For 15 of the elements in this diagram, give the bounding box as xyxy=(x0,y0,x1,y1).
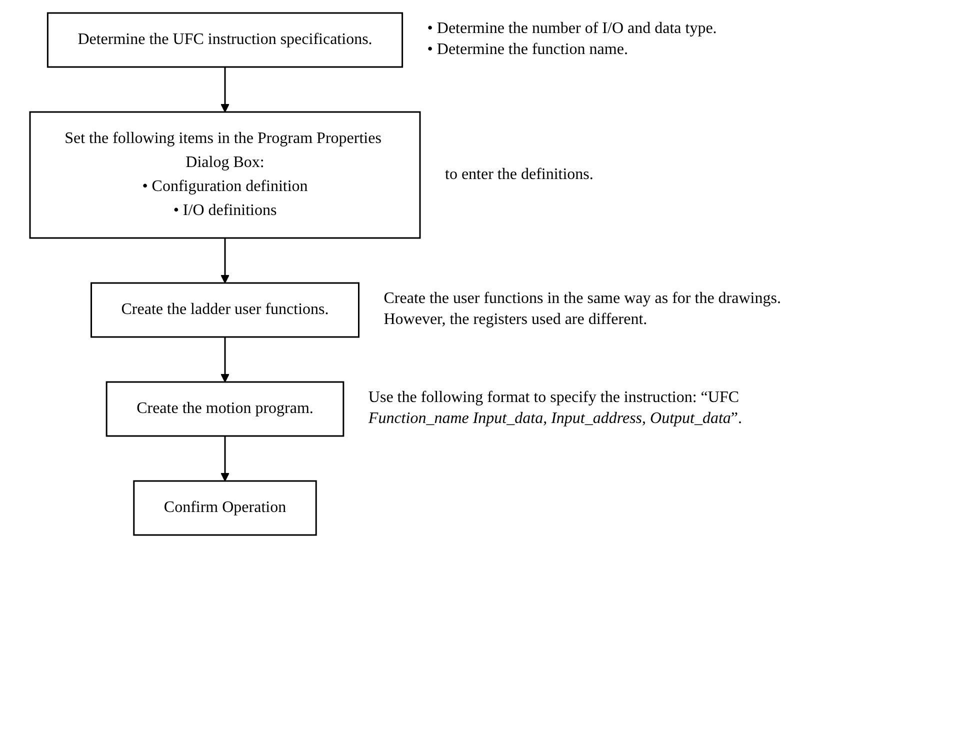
side-note: However, the registers used are different. xyxy=(384,310,648,330)
node-box: Create the motion program. xyxy=(106,381,344,437)
side-note: to enter the definitions. xyxy=(445,164,594,184)
node-box: Confirm Operation xyxy=(133,480,317,536)
arrow xyxy=(220,67,230,112)
arrow xyxy=(220,337,230,382)
node-box: Create the ladder user functions. xyxy=(90,282,360,338)
side-note: Use the following format to specify the instruction: “UFC Function_name Input_data, Input_address, Output_data”. xyxy=(368,388,744,429)
node-box: Determine the UFC instruction specifications. xyxy=(46,12,404,68)
side-note: • Determine the function name. xyxy=(427,40,629,60)
side-note: • Determine the number of I/O and data type. xyxy=(427,19,718,39)
arrow xyxy=(220,436,230,482)
arrow xyxy=(220,238,230,284)
node-box: Set the following items in the Program Properties Dialog Box: • Configuration definition • I/O definitions xyxy=(29,111,421,239)
side-note: Create the user functions in the same way as for the drawings. xyxy=(384,289,782,309)
